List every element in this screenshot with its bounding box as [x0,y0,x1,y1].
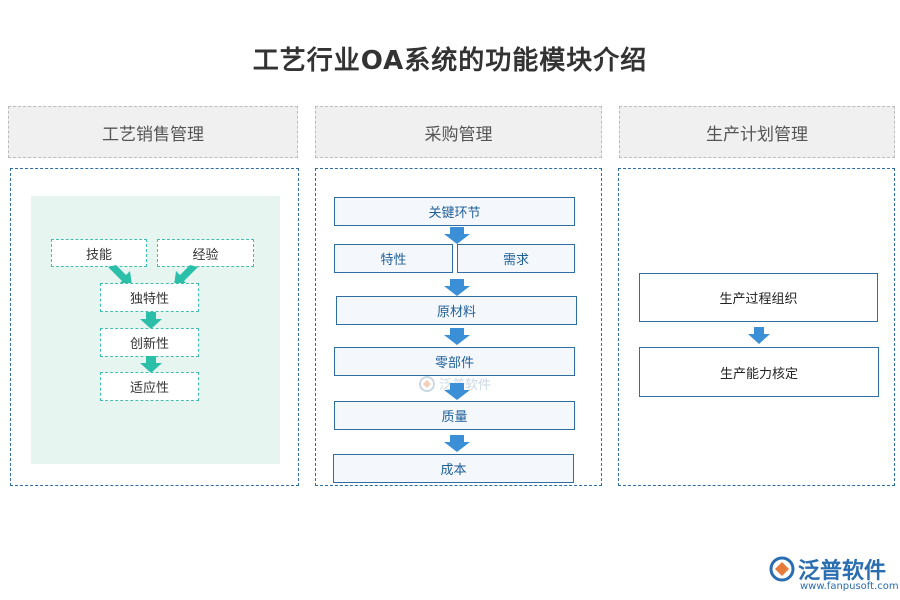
column-frame-procurement [315,168,602,486]
node-process-organization: 生产过程组织 [639,273,878,322]
node-quality: 质量 [334,401,575,430]
node-feature: 特性 [334,244,453,273]
down-arrow-icon [444,328,470,345]
down-arrow-icon [444,227,470,244]
logo-brand-text: 泛普软件 [798,559,887,584]
node-uniqueness: 独特性 [100,283,199,312]
down-arrow-icon [444,383,470,400]
node-parts: 零部件 [334,347,575,376]
down-arrow-icon [444,279,470,296]
logo-url-text: www.fanpusoft.com [800,581,899,592]
diagonal-arrow-left-icon [174,265,198,285]
column-frame-production [618,168,895,486]
node-key-link: 关键环节 [334,197,575,226]
down-arrow-icon [140,356,162,373]
column-header-production: 生产计划管理 [619,106,895,158]
column-frame-sales [10,168,299,486]
node-capacity-check: 生产能力核定 [639,347,879,397]
fanpu-logo-icon [419,375,435,392]
down-arrow-icon [140,312,162,329]
node-skill: 技能 [51,239,147,267]
down-arrow-icon [748,327,770,344]
node-cost: 成本 [333,454,574,483]
node-innovation: 创新性 [100,328,199,357]
down-arrow-icon [444,435,470,452]
column-header-sales: 工艺销售管理 [8,106,298,158]
fanpu-logo: 泛普软件 www.fanpusoft.com [768,553,899,595]
page-title: 工艺行业OA系统的功能模块介绍 [252,46,648,76]
fanpu-logo-icon [769,556,795,582]
node-adaptability: 适应性 [100,372,199,401]
node-raw-material: 原材料 [336,296,577,325]
column-header-procurement: 采购管理 [315,106,602,158]
node-experience: 经验 [157,239,254,267]
node-demand: 需求 [457,244,575,273]
diagonal-arrow-right-icon [108,265,132,285]
